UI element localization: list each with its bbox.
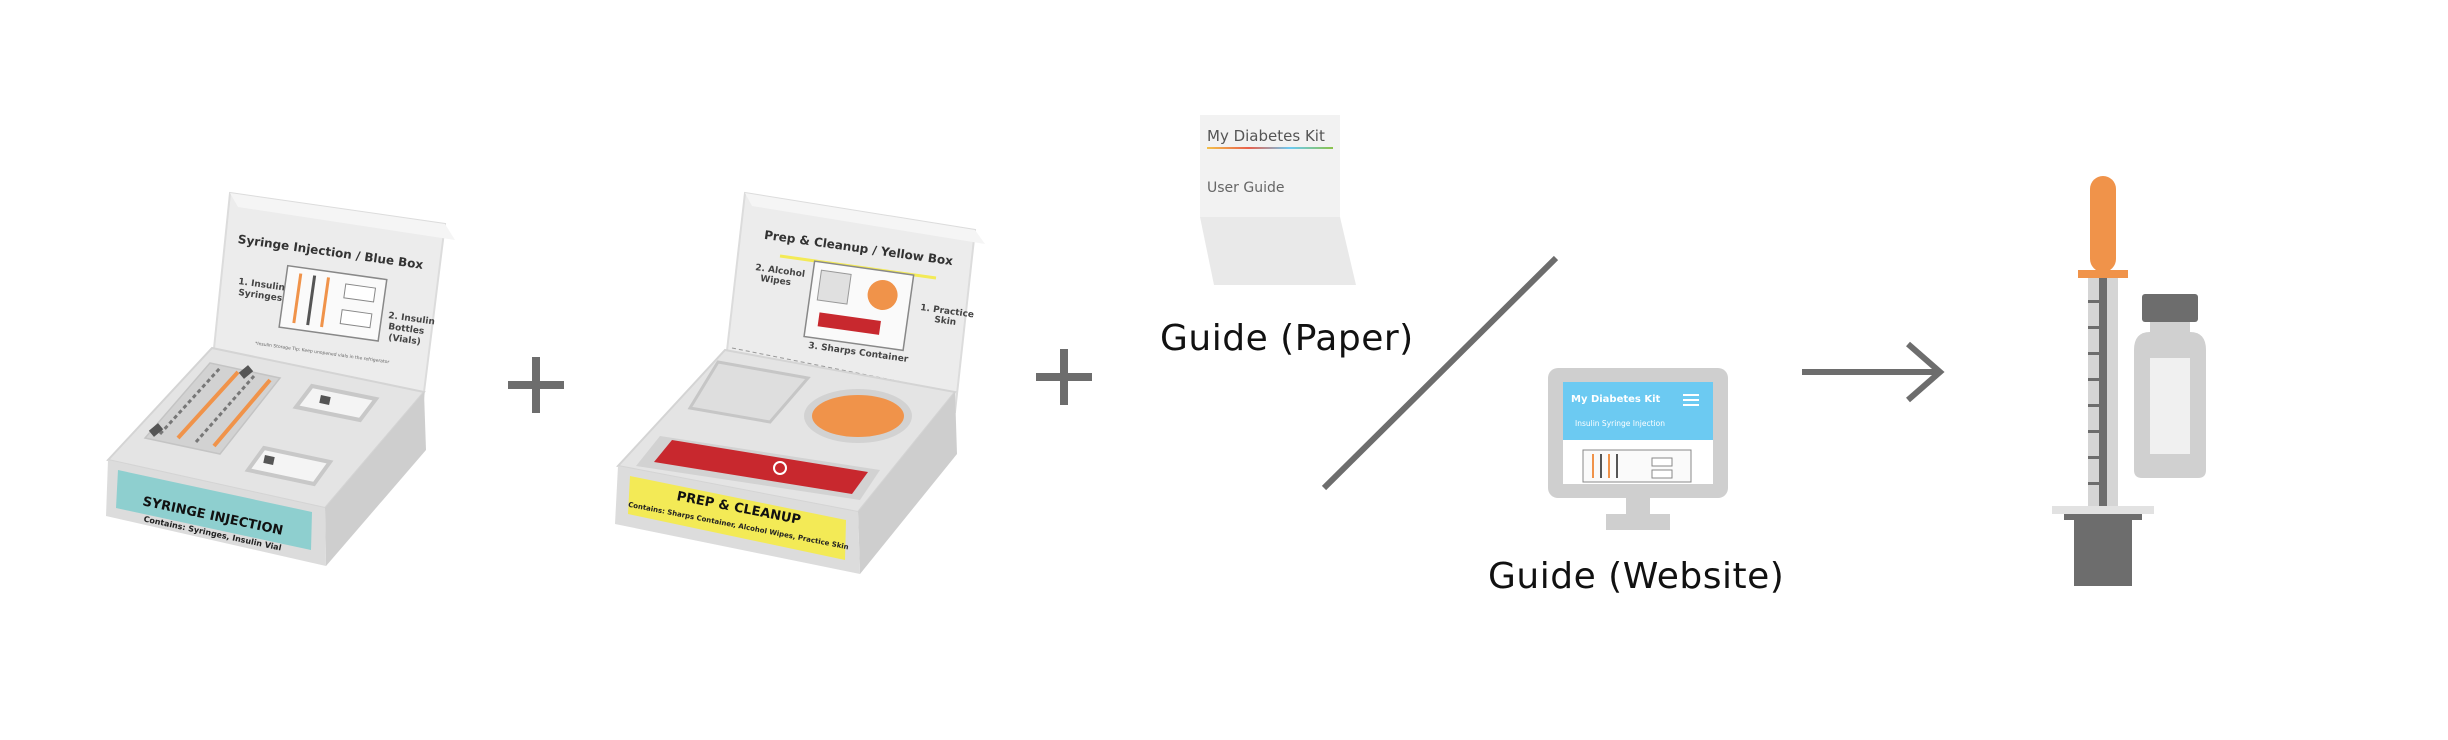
paper-guide-cover bbox=[1200, 115, 1340, 217]
paper-guide: My Diabetes Kit User Guide bbox=[1200, 115, 1356, 285]
syringe-box-right-side bbox=[325, 392, 426, 566]
prep-cleanup-box: Prep & Cleanup / Yellow Box 2. Alcohol W… bbox=[615, 191, 985, 574]
plus-icon bbox=[508, 357, 564, 413]
prep-front-label bbox=[628, 476, 846, 560]
syringe-mark bbox=[2088, 352, 2102, 355]
syringe-cap bbox=[238, 365, 254, 379]
diagram-syringe bbox=[292, 273, 303, 324]
syringe-label-2c: (Vials) bbox=[388, 333, 422, 347]
hamburger-line bbox=[1683, 394, 1699, 396]
syringe-box-lid-edge bbox=[230, 193, 455, 240]
tray-syringe bbox=[176, 370, 240, 440]
syringe-mark bbox=[2088, 404, 2102, 407]
syringe-mark bbox=[2088, 326, 2102, 329]
tray-syringes bbox=[148, 365, 272, 448]
prep-label-skin-b: Skin bbox=[934, 315, 957, 328]
diagram-syringe bbox=[306, 275, 317, 326]
syringe-plunger-end bbox=[2074, 520, 2132, 586]
syringe-plunger-tip bbox=[2090, 176, 2116, 272]
syringe-rod bbox=[2099, 278, 2107, 508]
syringe-flange bbox=[2052, 506, 2154, 514]
prep-box-lid-edge bbox=[745, 193, 985, 244]
syringe-mark bbox=[2088, 300, 2102, 303]
insulin-vial bbox=[2134, 294, 2206, 478]
syringe-plunger-base bbox=[2064, 514, 2142, 520]
practice-skin bbox=[812, 395, 904, 437]
prep-lid-fold bbox=[731, 347, 953, 393]
prep-label-wipes-b: Wipes bbox=[760, 274, 792, 288]
monitor-neck bbox=[1626, 498, 1650, 516]
diagram-wipe bbox=[816, 269, 852, 305]
diagram-sharps bbox=[817, 312, 881, 335]
paper-guide-rainbow-line bbox=[1207, 147, 1333, 149]
website-brand: My Diabetes Kit bbox=[1571, 394, 1661, 405]
arrow-head bbox=[1906, 341, 1945, 403]
vial-cap bbox=[319, 395, 331, 405]
tray-syringe bbox=[158, 366, 222, 436]
paper-guide-page bbox=[1200, 217, 1356, 285]
plus-icon bbox=[1036, 349, 1092, 405]
hamburger-line bbox=[1683, 399, 1699, 401]
website-guide-caption: Guide (Website) bbox=[1488, 556, 1785, 597]
vial-cap bbox=[263, 455, 275, 465]
hamburger-line bbox=[1683, 404, 1699, 406]
syringe-mark bbox=[2088, 456, 2102, 459]
syringe-label-2b: Bottles bbox=[388, 322, 425, 337]
syringe-mark bbox=[2088, 430, 2102, 433]
vial-cap bbox=[2142, 294, 2198, 322]
monitor-stand bbox=[1606, 514, 1670, 530]
diagram-practice-skin bbox=[867, 279, 898, 310]
tray-syringe bbox=[212, 378, 272, 448]
website-page-title: Insulin Syringe Injection bbox=[1575, 419, 1665, 428]
diagram-vial-slot bbox=[339, 309, 373, 329]
website-diagram-slot bbox=[1651, 469, 1673, 479]
syringe-cap bbox=[148, 423, 164, 437]
paper-guide-caption: Guide (Paper) bbox=[1160, 318, 1414, 359]
website-guide-monitor: My Diabetes Kit Insulin Syringe Injectio… bbox=[1548, 368, 1728, 530]
plus-bar-vertical bbox=[532, 357, 540, 413]
arrow-right-icon bbox=[1802, 341, 1945, 403]
prep-lid-diagram bbox=[803, 260, 915, 352]
biohazard-icon bbox=[773, 461, 787, 475]
prep-box-right-side bbox=[858, 392, 957, 574]
tray-syringe bbox=[194, 375, 256, 443]
vial-label bbox=[2150, 358, 2190, 454]
syringe-mark bbox=[2088, 378, 2102, 381]
or-divider bbox=[1321, 255, 1559, 491]
syringe-lid-diagram bbox=[278, 264, 388, 342]
syringe-thumb-rest bbox=[2078, 270, 2128, 278]
vial-neck bbox=[2150, 322, 2190, 332]
website-diagram bbox=[1582, 449, 1692, 483]
diagram-vial-slot bbox=[343, 283, 377, 303]
insulin-syringe bbox=[2052, 176, 2154, 586]
sharps-container bbox=[654, 440, 868, 494]
paper-guide-brand: My Diabetes Kit bbox=[1207, 127, 1325, 145]
syringe-mark bbox=[2088, 482, 2102, 485]
vial-slot-upper bbox=[292, 383, 380, 423]
website-diagram-slot bbox=[1651, 457, 1673, 467]
syringe-injection-box: Syringe Injection / Blue Box 1. Insulin … bbox=[106, 191, 455, 566]
syringe-compartment bbox=[143, 362, 282, 455]
paper-guide-subtitle: User Guide bbox=[1207, 180, 1284, 196]
wipes-compartment bbox=[687, 360, 811, 424]
diagram-syringe bbox=[320, 277, 330, 328]
plus-bar-vertical bbox=[1060, 349, 1068, 405]
website-header bbox=[1563, 382, 1713, 440]
syringe-front-label bbox=[116, 470, 312, 550]
hamburger-menu-icon bbox=[1683, 394, 1699, 406]
syringe-measure-marks bbox=[2088, 300, 2102, 485]
